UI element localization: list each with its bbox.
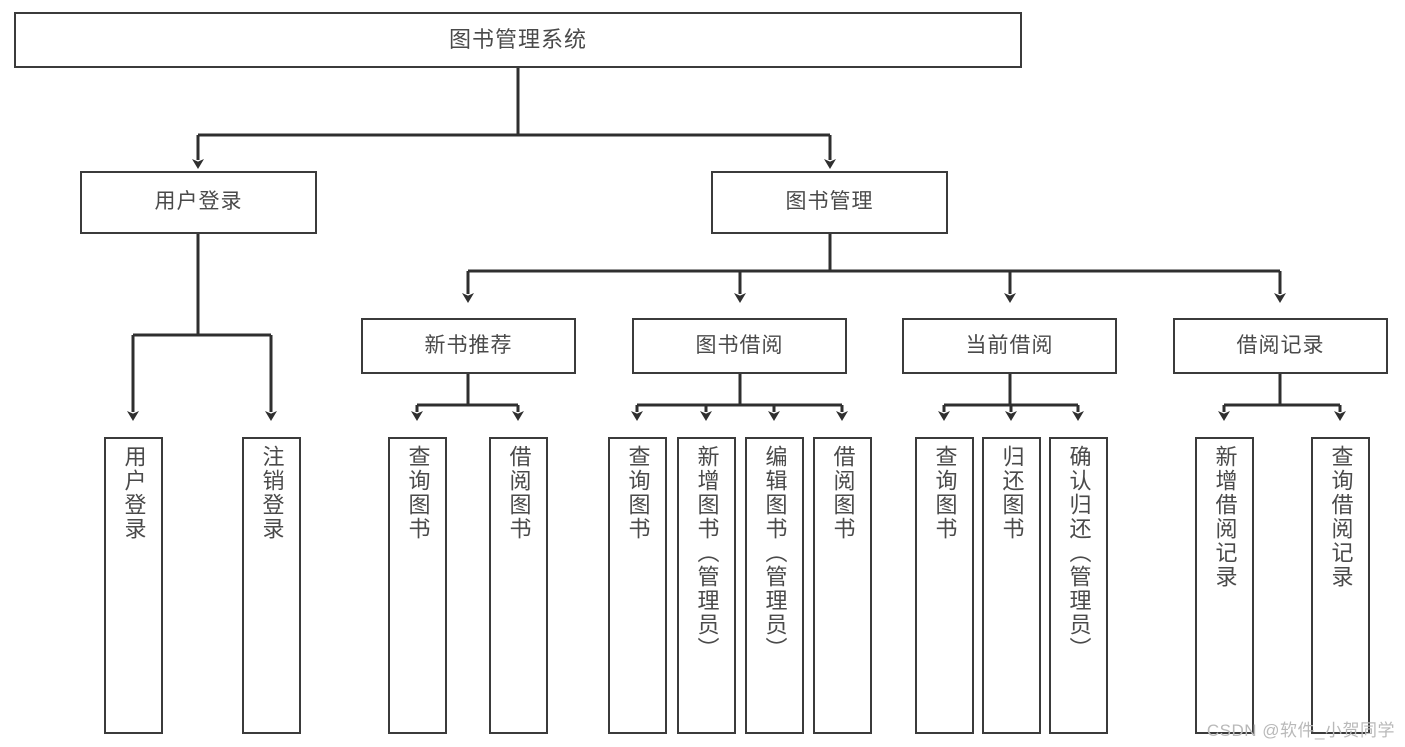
node-label: 用户登录 (121, 445, 147, 541)
node-root-book-management-system[interactable]: 图书管理系统 (14, 12, 1022, 68)
node-leaf-borrow-book-1[interactable]: 借阅图书 (489, 437, 548, 734)
node-label: 查询图书 (625, 445, 651, 541)
node-leaf-user-login[interactable]: 用户登录 (104, 437, 163, 734)
node-borrow-record[interactable]: 借阅记录 (1173, 318, 1388, 374)
node-label: 图书管理 (785, 190, 874, 214)
node-current-borrow[interactable]: 当前借阅 (902, 318, 1117, 374)
node-label: 查询借阅记录 (1328, 445, 1354, 589)
node-leaf-borrow-book-2[interactable]: 借阅图书 (813, 437, 872, 734)
node-leaf-logout-login[interactable]: 注销登录 (242, 437, 301, 734)
node-leaf-add-record[interactable]: 新增借阅记录 (1195, 437, 1254, 734)
node-label: 编辑图书（管理员） (762, 445, 788, 661)
node-label: 图书管理系统 (448, 27, 587, 53)
node-label: 查询图书 (932, 445, 958, 541)
node-label: 归还图书 (999, 445, 1025, 541)
node-leaf-edit-book[interactable]: 编辑图书（管理员） (745, 437, 804, 734)
node-user-login[interactable]: 用户登录 (80, 171, 317, 234)
node-leaf-add-book[interactable]: 新增图书（管理员） (677, 437, 736, 734)
node-label: 借阅图书 (506, 445, 532, 541)
node-leaf-query-book-2[interactable]: 查询图书 (608, 437, 667, 734)
watermark-text: CSDN @软件_小贺同学 (1206, 721, 1395, 740)
node-label: 当前借阅 (965, 333, 1054, 357)
node-leaf-confirm-return[interactable]: 确认归还（管理员） (1049, 437, 1108, 734)
node-label: 注销登录 (259, 445, 285, 541)
node-leaf-return-book[interactable]: 归还图书 (982, 437, 1041, 734)
node-label: 借阅记录 (1236, 333, 1325, 357)
node-label: 新增图书（管理员） (694, 445, 720, 661)
node-book-borrow[interactable]: 图书借阅 (632, 318, 847, 374)
node-label: 用户登录 (154, 190, 243, 214)
node-leaf-query-record[interactable]: 查询借阅记录 (1311, 437, 1370, 734)
node-label: 新增借阅记录 (1212, 445, 1238, 589)
node-book-management[interactable]: 图书管理 (711, 171, 948, 234)
node-label: 查询图书 (405, 445, 431, 541)
node-leaf-query-book-3[interactable]: 查询图书 (915, 437, 974, 734)
node-label: 图书借阅 (695, 333, 784, 357)
node-label: 确认归还（管理员） (1066, 445, 1092, 661)
node-leaf-query-book-1[interactable]: 查询图书 (388, 437, 447, 734)
node-new-book-recommend[interactable]: 新书推荐 (361, 318, 576, 374)
node-label: 新书推荐 (424, 333, 513, 357)
node-label: 借阅图书 (830, 445, 856, 541)
